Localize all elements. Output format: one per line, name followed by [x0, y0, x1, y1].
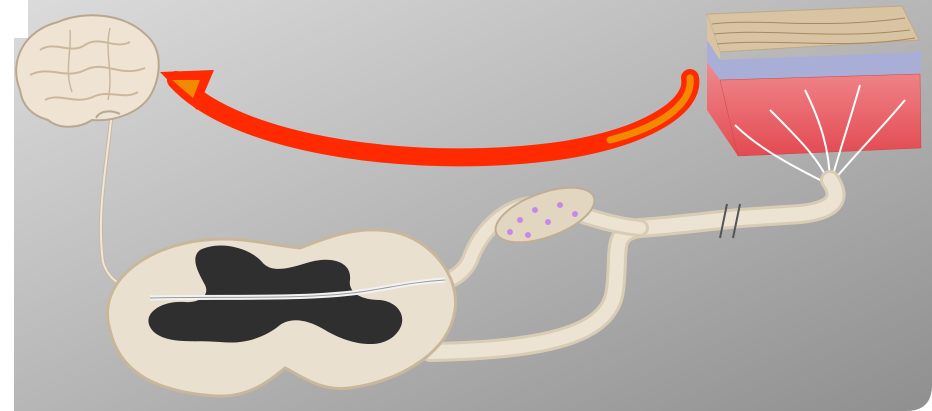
spinal-cord-section [107, 230, 455, 396]
top-left-frame [0, 0, 28, 38]
left-frame [0, 0, 14, 411]
